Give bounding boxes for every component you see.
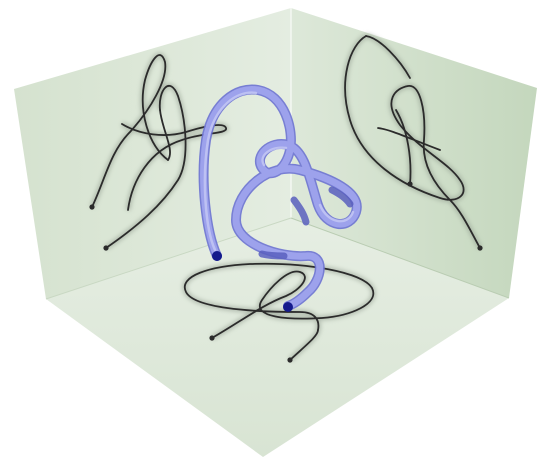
room-box [14,8,537,457]
right-projection-endpoint-1 [407,181,412,186]
knot-endpoint-end [283,302,293,312]
floor-projection-endpoint-1 [209,335,214,340]
right-projection-endpoint-2 [477,245,482,250]
left-projection-endpoint-1 [89,204,94,209]
floor-projection-endpoint-2 [287,357,292,362]
left-projection-endpoint-2 [103,245,108,250]
knot-endpoint-start [212,251,222,261]
